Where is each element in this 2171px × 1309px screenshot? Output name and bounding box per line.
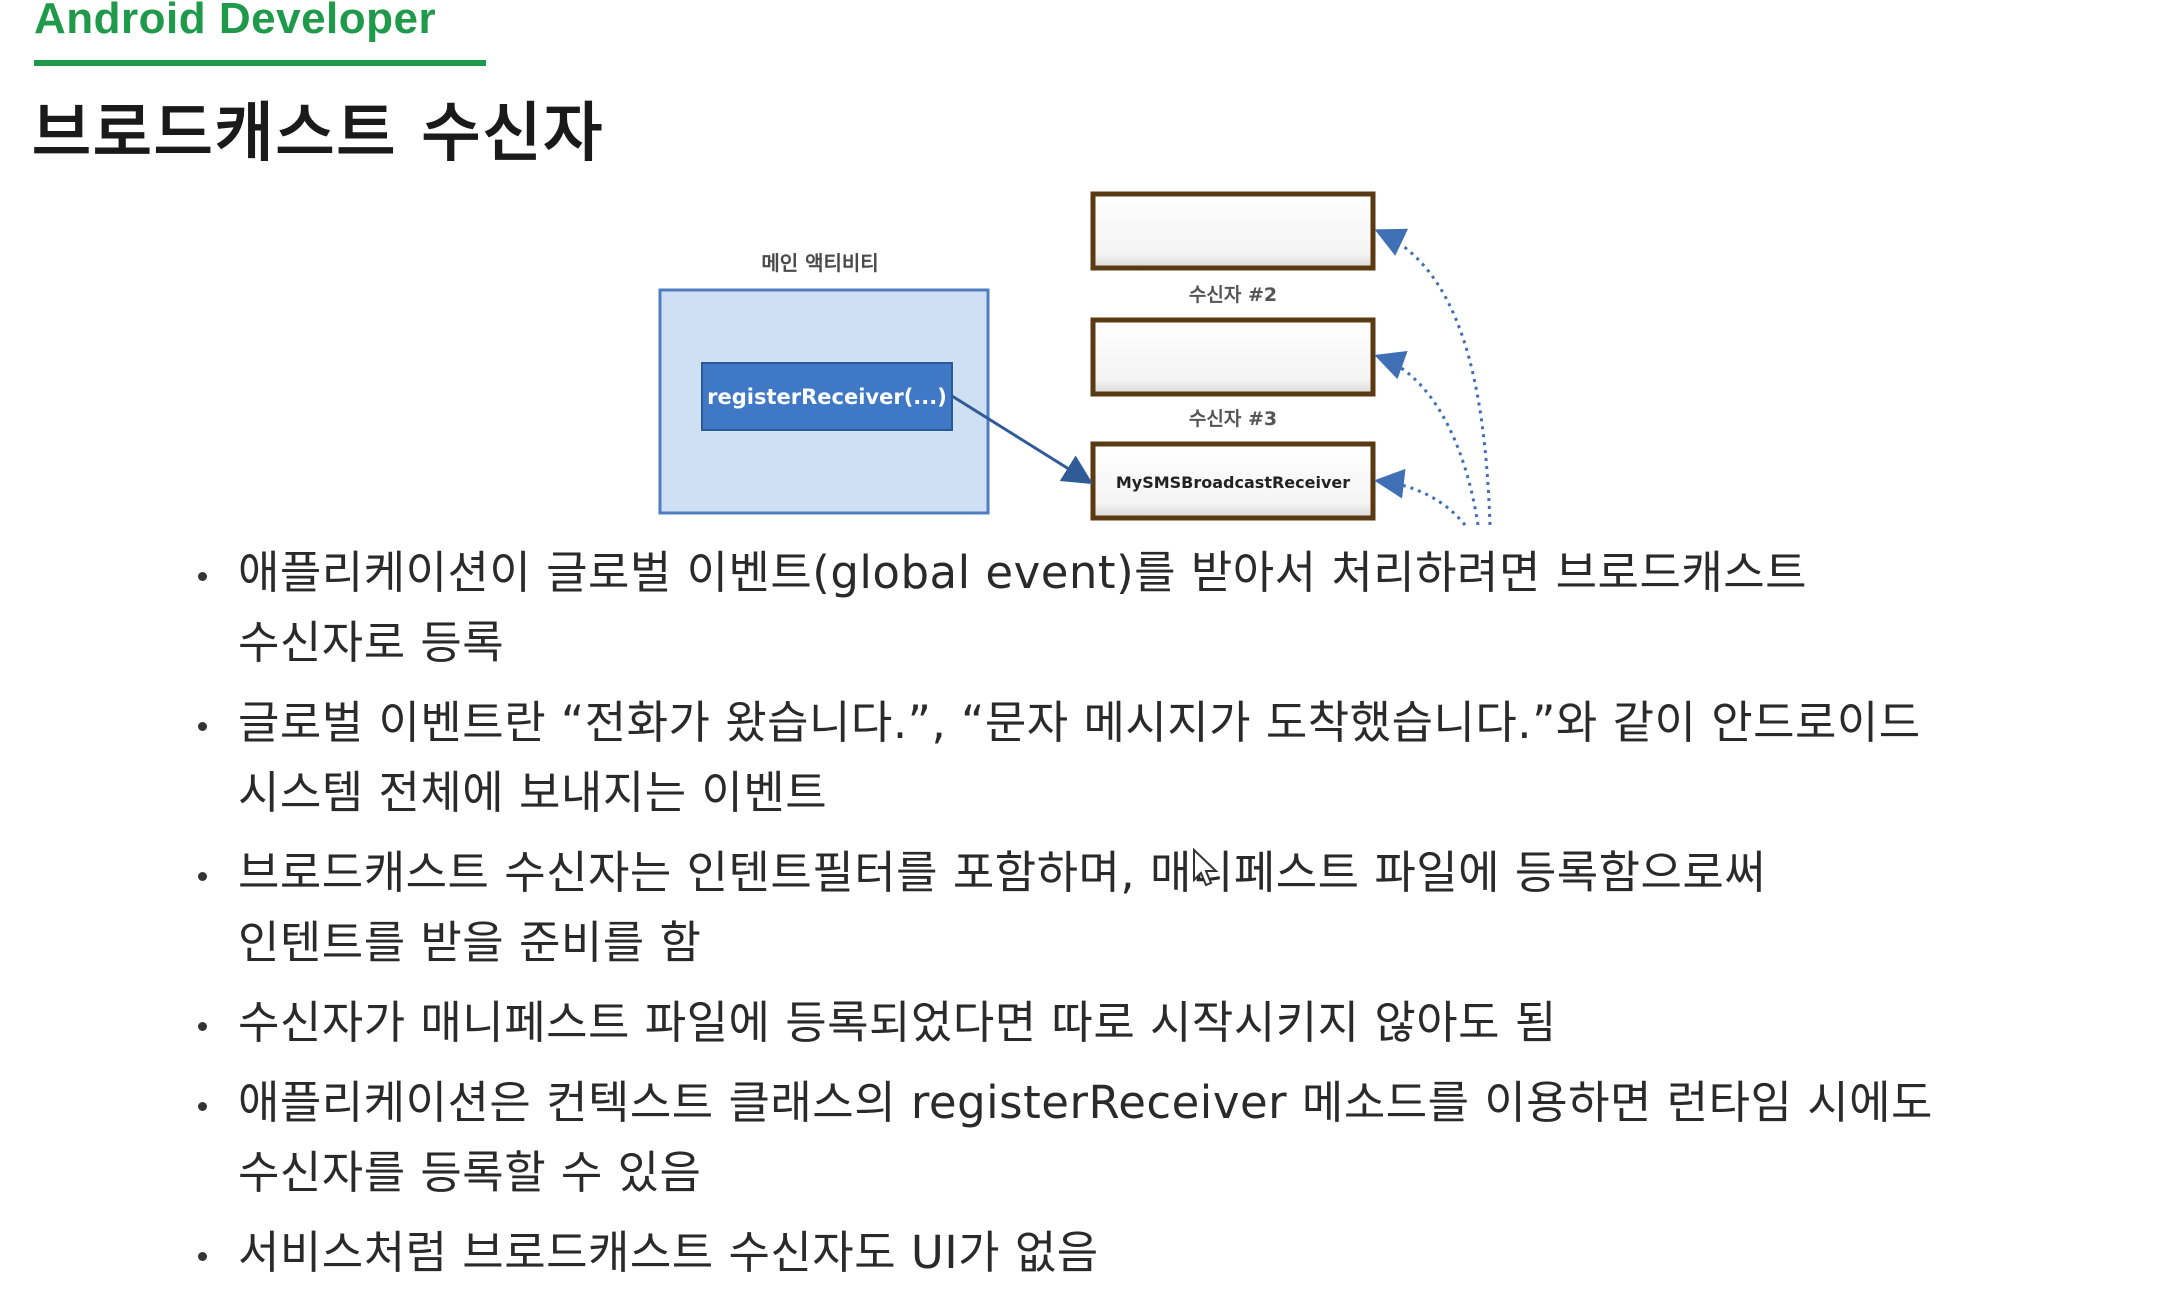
bullet-text: 브로드캐스트 수신자는 인텐트필터를 포함하며, 매니페스트 파일에 등록함으로…: [238, 846, 1767, 969]
bullet-dot: [198, 1022, 207, 1031]
bullet-item: 애플리케이션은 컨텍스트 클래스의 registerReceiver 메소드를 …: [190, 1068, 2090, 1208]
register-receiver-label: registerReceiver(...): [707, 385, 947, 409]
bullet-text: 서비스처럼 브로드캐스트 수신자도 UI가 없음: [238, 1226, 1099, 1279]
register-arrow: [951, 394, 1094, 485]
bullet-text: 글로벌 이벤트란 “전화가 왔습니다.”, “문자 메시지가 도착했습니다.”와…: [238, 696, 1921, 819]
bullet-dot: [198, 722, 207, 731]
bullet-dot: [198, 1102, 207, 1111]
receiver-2-box: [1090, 317, 1376, 397]
bullet-text: 수신자가 매니페스트 파일에 등록되었다면 따로 시작시키지 않아도 됨: [238, 996, 1557, 1049]
broadcast-receiver-diagram: 메인 액티비티 registerReceiver(...) 수신자 #2 수신자…: [640, 180, 1540, 540]
receiver-1-box: [1090, 191, 1376, 271]
receiver-3-box: [1090, 441, 1376, 521]
bullet-item: 애플리케이션이 글로벌 이벤트(global event)를 받아서 처리하려면…: [190, 538, 2090, 678]
receiver-3-box-label: MySMSBroadcastReceiver: [1116, 473, 1350, 492]
broadcast-dotted-arrow-1: [1374, 228, 1492, 526]
page-title: 브로드캐스트 수신자: [32, 97, 605, 171]
broadcast-dotted-arrow-3: [1374, 468, 1467, 526]
brand-underline: [34, 60, 486, 66]
bullet-list: 애플리케이션이 글로벌 이벤트(global event)를 받아서 처리하려면…: [190, 538, 2090, 1298]
bullet-text: 애플리케이션이 글로벌 이벤트(global event)를 받아서 처리하려면…: [238, 546, 1808, 669]
receiver-2-label: 수신자 #2: [1189, 284, 1277, 306]
receiver-3-label: 수신자 #3: [1189, 408, 1277, 430]
bullet-item: 서비스처럼 브로드캐스트 수신자도 UI가 없음: [190, 1218, 2090, 1288]
mouse-cursor-icon: [1192, 847, 1222, 888]
brand-label: Android Developer: [34, 0, 437, 43]
bullet-item: 수신자가 매니페스트 파일에 등록되었다면 따로 시작시키지 않아도 됨: [190, 988, 2090, 1058]
bullet-dot: [198, 1252, 207, 1261]
bullet-text: 애플리케이션은 컨텍스트 클래스의 registerReceiver 메소드를 …: [238, 1076, 1933, 1199]
bullet-item: 글로벌 이벤트란 “전화가 왔습니다.”, “문자 메시지가 도착했습니다.”와…: [190, 688, 2090, 828]
bullet-item: 브로드캐스트 수신자는 인텐트필터를 포함하며, 매니페스트 파일에 등록함으로…: [190, 838, 2090, 978]
register-receiver-button: [701, 362, 953, 431]
bullet-dot: [198, 572, 207, 581]
broadcast-dotted-arrow-2: [1374, 351, 1480, 526]
bullet-dot: [198, 872, 207, 881]
main-activity-label: 메인 액티비티: [761, 251, 878, 275]
